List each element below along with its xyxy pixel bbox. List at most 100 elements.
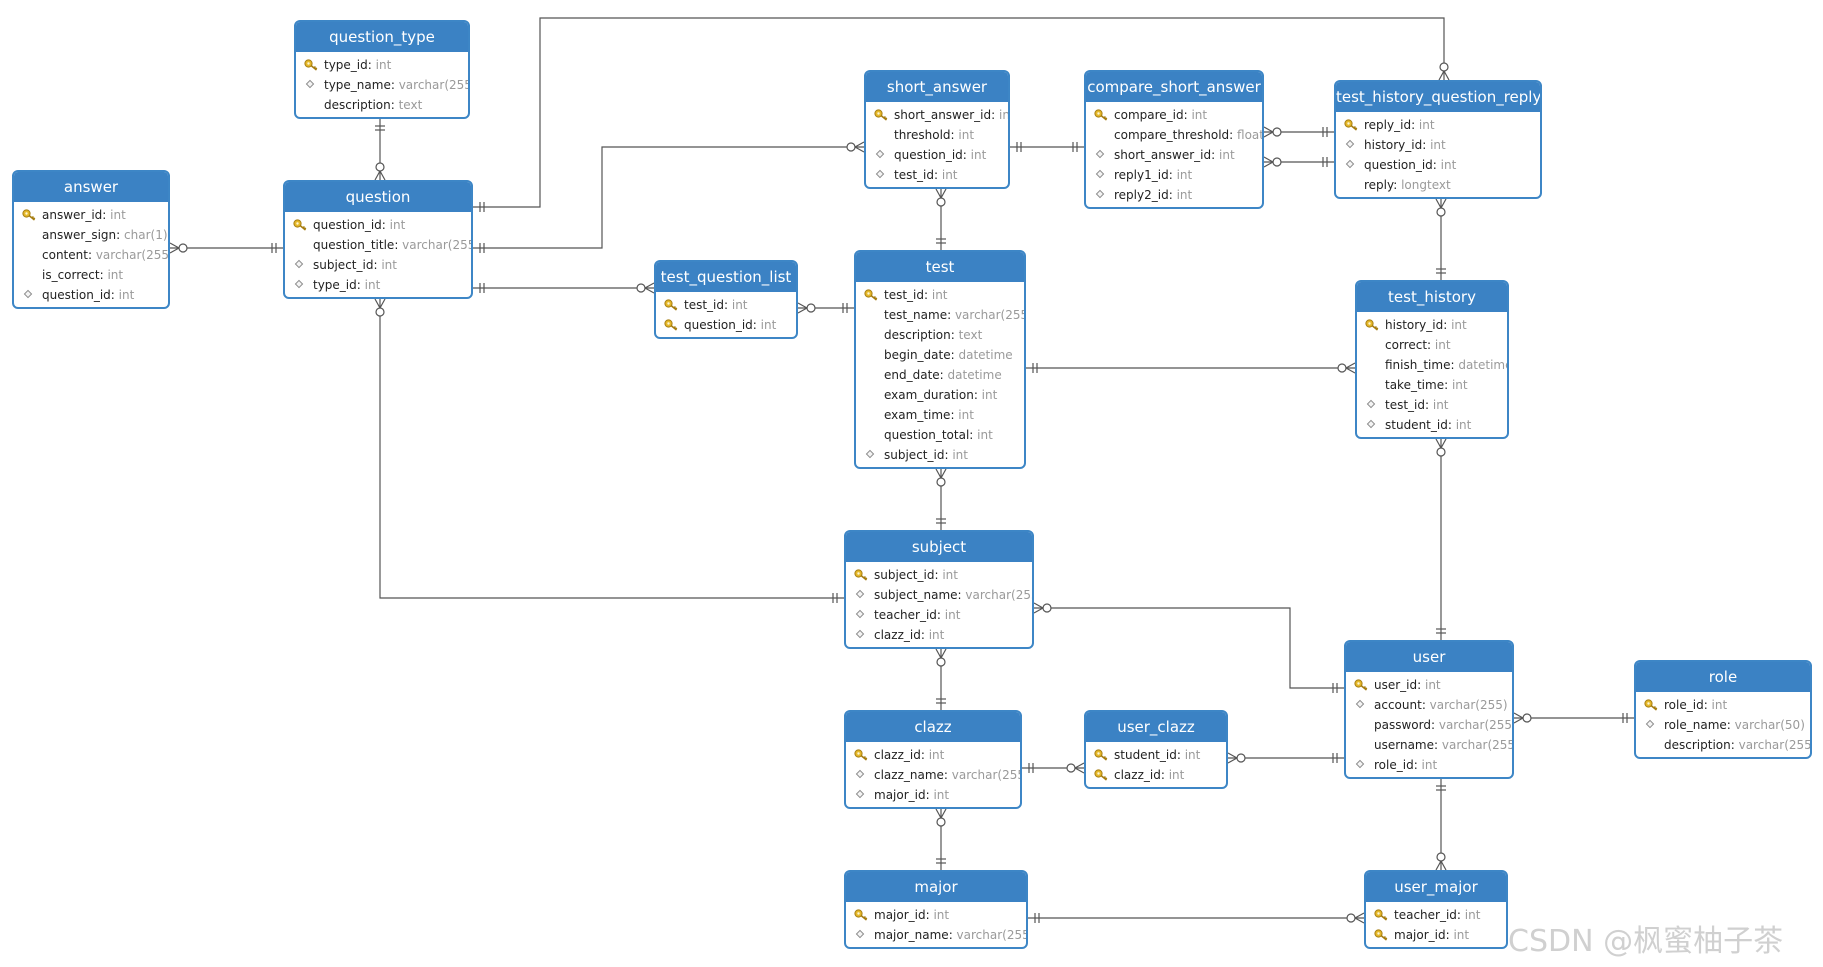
- column-type: int: [1219, 148, 1235, 162]
- column-row[interactable]: major_id: int: [846, 905, 1026, 925]
- column-row[interactable]: reply: longtext: [1336, 175, 1540, 195]
- column-row[interactable]: question_id: int: [866, 145, 1008, 165]
- column-row[interactable]: role_id: int: [1636, 695, 1810, 715]
- column-row[interactable]: role_id: int: [1346, 755, 1512, 775]
- column-row[interactable]: is_correct: int: [14, 265, 168, 285]
- column-row[interactable]: short_answer_id: int: [866, 105, 1008, 125]
- column-row[interactable]: description: text: [856, 325, 1024, 345]
- column-name: correct: [1385, 338, 1428, 352]
- column-separator: :: [1430, 718, 1439, 732]
- column-type: int: [928, 748, 945, 762]
- index-diamond-icon: [865, 449, 875, 459]
- column-row[interactable]: short_answer_id: int: [1086, 145, 1262, 165]
- column-row[interactable]: threshold: int: [866, 125, 1008, 145]
- column-row[interactable]: answer_sign: char(1): [14, 225, 168, 245]
- primary-key-icon: [1374, 909, 1388, 921]
- column-row[interactable]: teacher_id: int: [1366, 905, 1506, 925]
- column-row[interactable]: reply1_id: int: [1086, 165, 1262, 185]
- column-row[interactable]: description: text: [296, 95, 468, 115]
- optional-circle-mark: [1439, 62, 1449, 72]
- column-row[interactable]: student_id: int: [1357, 415, 1507, 435]
- column-row[interactable]: take_time: int: [1357, 375, 1507, 395]
- column-row[interactable]: clazz_name: varchar(255): [846, 765, 1020, 785]
- column-row[interactable]: question_id: int: [1336, 155, 1540, 175]
- column-row[interactable]: history_id: int: [1336, 135, 1540, 155]
- column-separator: :: [1168, 188, 1177, 202]
- column-row[interactable]: test_id: int: [856, 285, 1024, 305]
- table-title: question: [285, 182, 471, 212]
- column-type: text: [958, 328, 983, 342]
- column-row[interactable]: test_id: int: [1357, 395, 1507, 415]
- column-row[interactable]: type_name: varchar(255): [296, 75, 468, 95]
- column-row[interactable]: finish_time: datetime: [1357, 355, 1507, 375]
- column-row[interactable]: major_name: varchar(255): [846, 925, 1026, 945]
- column-row[interactable]: history_id: int: [1357, 315, 1507, 335]
- column-type: int: [364, 278, 381, 292]
- column-row[interactable]: question_id: int: [656, 315, 796, 335]
- column-row[interactable]: student_id: int: [1086, 745, 1226, 765]
- column-row[interactable]: subject_id: int: [856, 445, 1024, 465]
- column-name: test_id: [684, 298, 724, 312]
- table-title: user_clazz: [1086, 712, 1226, 742]
- column-row[interactable]: test_id: int: [866, 165, 1008, 185]
- column-row[interactable]: role_name: varchar(50): [1636, 715, 1810, 735]
- column-row[interactable]: subject_name: varchar(255): [846, 585, 1032, 605]
- column-row[interactable]: subject_id: int: [846, 565, 1032, 585]
- column-row[interactable]: major_id: int: [1366, 925, 1506, 945]
- column-row[interactable]: exam_time: int: [856, 405, 1024, 425]
- column-row[interactable]: question_title: varchar(255): [285, 235, 471, 255]
- column-row[interactable]: correct: int: [1357, 335, 1507, 355]
- column-row[interactable]: teacher_id: int: [846, 605, 1032, 625]
- column-row[interactable]: answer_id: int: [14, 205, 168, 225]
- column-separator: :: [381, 218, 390, 232]
- column-row[interactable]: major_id: int: [846, 785, 1020, 805]
- column-row[interactable]: reply2_id: int: [1086, 185, 1262, 205]
- primary-key-icon: [1344, 119, 1358, 131]
- column-row[interactable]: test_name: varchar(255): [856, 305, 1024, 325]
- column-separator: :: [1421, 698, 1430, 712]
- column-row[interactable]: question_total: int: [856, 425, 1024, 445]
- column-row[interactable]: type_id: int: [285, 275, 471, 295]
- column-row[interactable]: clazz_id: int: [846, 745, 1020, 765]
- column-separator: :: [934, 168, 942, 182]
- column-row[interactable]: type_id: int: [296, 55, 468, 75]
- column-row[interactable]: reply_id: int: [1336, 115, 1540, 135]
- column-row[interactable]: password: varchar(255): [1346, 715, 1512, 735]
- column-row[interactable]: description: varchar(255): [1636, 735, 1810, 755]
- column-name: finish_time: [1385, 358, 1451, 372]
- column-row[interactable]: subject_id: int: [285, 255, 471, 275]
- column-row[interactable]: test_id: int: [656, 295, 796, 315]
- column-row[interactable]: end_date: datetime: [856, 365, 1024, 385]
- column-row[interactable]: username: varchar(255): [1346, 735, 1512, 755]
- column-row[interactable]: clazz_id: int: [1086, 765, 1226, 785]
- column-row[interactable]: user_id: int: [1346, 675, 1512, 695]
- column-row[interactable]: content: varchar(255): [14, 245, 168, 265]
- column-row[interactable]: compare_id: int: [1086, 105, 1262, 125]
- column-row[interactable]: begin_date: datetime: [856, 345, 1024, 365]
- column-row[interactable]: exam_duration: int: [856, 385, 1024, 405]
- column-separator: :: [943, 768, 952, 782]
- column-row[interactable]: compare_threshold: float: [1086, 125, 1262, 145]
- index-diamond-icon: [1645, 719, 1655, 729]
- column-row[interactable]: clazz_id: int: [846, 625, 1032, 645]
- column-row[interactable]: question_id: int: [14, 285, 168, 305]
- column-row[interactable]: question_id: int: [285, 215, 471, 235]
- column-row[interactable]: account: varchar(255): [1346, 695, 1512, 715]
